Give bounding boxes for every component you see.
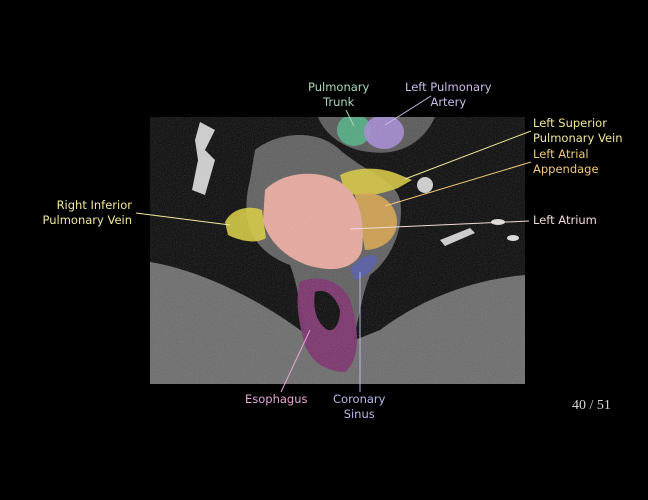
- label-left-superior-pulmonary-vein: Left Superior Pulmonary Vein: [533, 116, 623, 146]
- slide-counter: 40 / 51: [572, 398, 611, 413]
- label-left-pulmonary-artery: Left Pulmonary Artery: [405, 80, 492, 110]
- label-line: Left Pulmonary: [405, 80, 492, 94]
- label-esophagus: Esophagus: [245, 392, 308, 407]
- label-line: Left Atrium: [533, 213, 597, 227]
- label-right-inferior-pulmonary-vein: Right Inferior Pulmonary Vein: [40, 198, 132, 228]
- label-line: Sinus: [343, 407, 375, 421]
- label-coronary-sinus: Coronary Sinus: [333, 392, 385, 422]
- label-line: Pulmonary Vein: [533, 131, 623, 145]
- label-line: Left Atrial: [533, 147, 589, 161]
- label-line: Artery: [430, 95, 467, 109]
- label-line: Pulmonary Vein: [42, 213, 132, 227]
- label-left-atrial-appendage: Left Atrial Appendage: [533, 147, 599, 177]
- label-pulmonary-trunk: Pulmonary Trunk: [308, 80, 369, 110]
- label-line: Pulmonary: [308, 80, 370, 94]
- label-line: Coronary: [333, 392, 386, 406]
- label-line: Trunk: [323, 95, 355, 109]
- label-line: Left Superior: [533, 116, 607, 130]
- label-line: Esophagus: [245, 392, 308, 406]
- label-line: Appendage: [533, 162, 599, 176]
- label-left-atrium: Left Atrium: [533, 213, 597, 228]
- leader-lines: [135, 95, 532, 393]
- label-line: Right Inferior: [56, 198, 132, 212]
